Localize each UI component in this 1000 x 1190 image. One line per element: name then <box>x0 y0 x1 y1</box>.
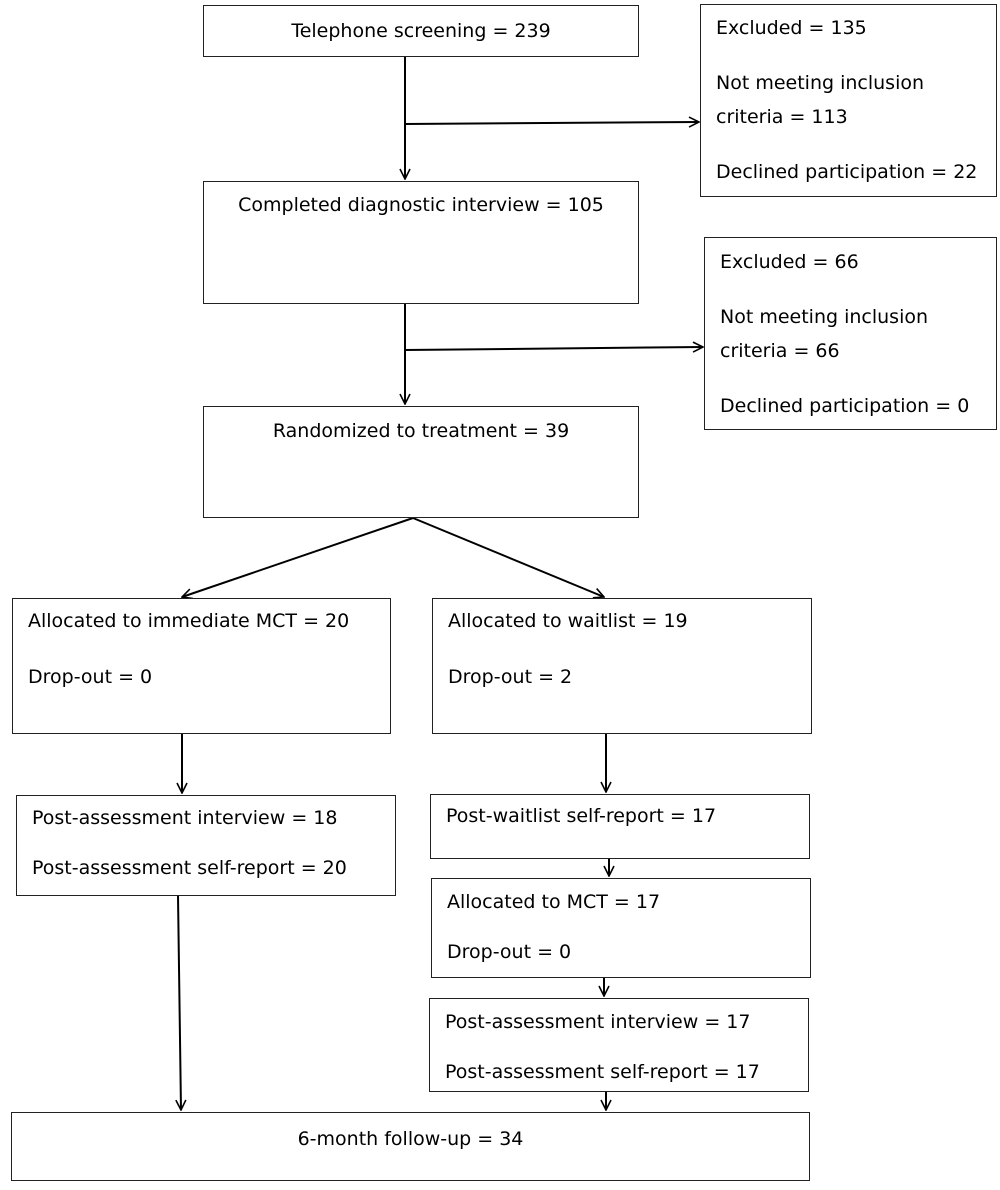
immediate-post-assessment-box: Post-assessment interview = 18 Post-asse… <box>16 795 396 896</box>
excluded-total-text: Excluded = 66 <box>720 251 859 273</box>
post-assessment-interview-text: Post-assessment interview = 18 <box>32 807 338 829</box>
allocated-waitlist-text: Allocated to waitlist = 19 <box>448 610 688 632</box>
arrow-to-immediate-arm <box>182 517 414 597</box>
post-waitlist-selfreport-text: Post-waitlist self-report = 17 <box>446 805 717 827</box>
post-assessment-selfreport-text: Post-assessment self-report = 20 <box>32 857 347 879</box>
post-assessment-selfreport-text: Post-assessment self-report = 17 <box>445 1061 760 1083</box>
excluded-box-2: Excluded = 66 Not meeting inclusion crit… <box>704 237 997 430</box>
waitlist-post-assessment-box: Post-assessment interview = 17 Post-asse… <box>429 998 809 1092</box>
post-assessment-interview-text: Post-assessment interview = 17 <box>445 1011 751 1033</box>
allocated-mct-text: Allocated to MCT = 17 <box>447 891 661 913</box>
arrow-to-waitlist-arm <box>412 517 604 597</box>
allocated-mct-box: Allocated to MCT = 17 Drop-out = 0 <box>431 878 811 978</box>
post-waitlist-selfreport-box: Post-waitlist self-report = 17 <box>430 794 810 859</box>
follow-up-text: 6-month follow-up = 34 <box>297 1128 524 1150</box>
arrow-to-excluded-2 <box>404 347 703 350</box>
immediate-mct-box: Allocated to immediate MCT = 20 Drop-out… <box>12 598 391 734</box>
diagnostic-interview-text: Completed diagnostic interview = 105 <box>238 194 604 216</box>
telephone-screening-text: Telephone screening = 239 <box>291 20 551 42</box>
diagnostic-interview-box: Completed diagnostic interview = 105 <box>203 181 639 304</box>
not-meeting-criteria-text: Not meeting inclusion <box>716 72 925 94</box>
not-meeting-criteria-count: criteria = 66 <box>720 340 840 362</box>
randomized-box: Randomized to treatment = 39 <box>203 406 639 518</box>
telephone-screening-box: Telephone screening = 239 <box>203 5 639 57</box>
waitlist-box: Allocated to waitlist = 19 Drop-out = 2 <box>432 598 812 734</box>
dropout-text: Drop-out = 0 <box>28 666 153 688</box>
declined-participation-text: Declined participation = 0 <box>720 395 970 417</box>
arrow-immediate-post-to-followup <box>178 895 181 1110</box>
arrow-to-excluded-1 <box>404 122 699 124</box>
declined-participation-text: Declined participation = 22 <box>716 161 978 183</box>
allocated-immediate-text: Allocated to immediate MCT = 20 <box>28 610 350 632</box>
dropout-text: Drop-out = 0 <box>447 941 572 963</box>
randomized-text: Randomized to treatment = 39 <box>272 420 570 442</box>
excluded-box-1: Excluded = 135 Not meeting inclusion cri… <box>700 4 997 197</box>
not-meeting-criteria-count: criteria = 113 <box>716 106 848 128</box>
follow-up-box: 6-month follow-up = 34 <box>11 1112 810 1181</box>
dropout-text: Drop-out = 2 <box>448 666 573 688</box>
excluded-total-text: Excluded = 135 <box>716 17 867 39</box>
not-meeting-criteria-text: Not meeting inclusion <box>720 306 929 328</box>
